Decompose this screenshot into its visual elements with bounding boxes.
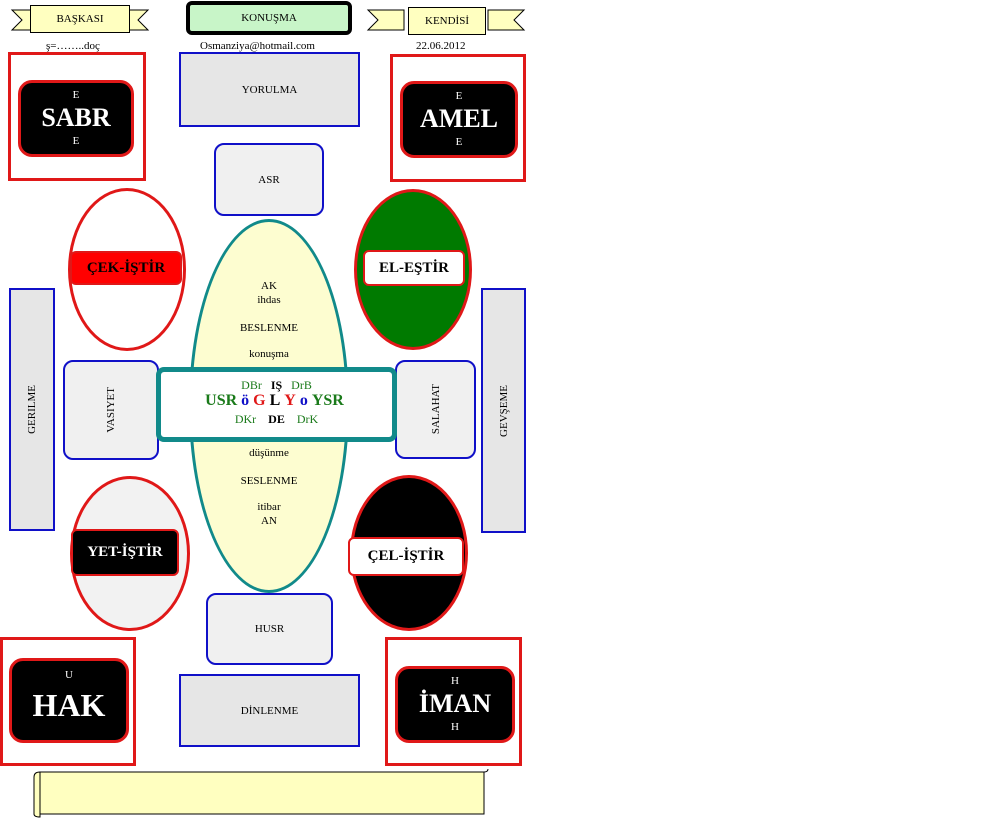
amel-bottom-letter: E — [455, 136, 463, 148]
konusma-box: KONUŞMA — [186, 1, 352, 35]
iman-frame: H İMAN H — [385, 637, 522, 766]
salahat-label: SALAHAT — [429, 384, 442, 435]
bottom-scroll — [33, 768, 489, 818]
drk-label: DrK — [296, 412, 319, 426]
salahat-box: SALAHAT — [395, 360, 476, 459]
core-main-segment: o — [299, 392, 308, 409]
amel-frame: E AMEL E — [390, 54, 526, 182]
email-text: Osmanziya@hotmail.com — [200, 40, 315, 52]
iman-label: İMAN — [418, 689, 492, 718]
ihdas-label: ihdas — [257, 294, 281, 306]
an-label: AN — [261, 515, 277, 527]
core-main-segment: G — [253, 392, 266, 409]
de-label: DE — [268, 412, 285, 426]
amel-card: E AMEL E — [400, 81, 518, 158]
hak-top-letter: U — [65, 669, 73, 681]
asr-box: ASR — [214, 143, 324, 216]
core-main-segment: L — [269, 392, 281, 409]
hak-card: U HAK — [9, 658, 129, 743]
is-label: IŞ — [270, 378, 283, 392]
core-main-segment: USR — [205, 392, 238, 409]
core-bottom-row: DKr DE DrK — [161, 412, 392, 427]
center-upper-text: AK ihdas BESLENME konuşma — [189, 279, 349, 361]
husr-box: HUSR — [206, 593, 333, 665]
seslenme-label: SESLENME — [240, 475, 298, 487]
ak-label: AK — [261, 280, 277, 292]
konusma-label: konuşma — [249, 348, 289, 360]
hak-label: HAK — [32, 687, 106, 723]
core-main-segment: ö — [241, 392, 250, 409]
cek-label: ÇEK-İŞTİR — [70, 251, 182, 285]
core-main-segment: Y — [284, 392, 296, 409]
baskasi-banner: BAŞKASI — [30, 5, 130, 33]
sabr-top-letter: E — [72, 89, 80, 101]
sabr-frame: E SABR E — [8, 52, 146, 181]
scroll-top-edge — [40, 768, 489, 773]
el-label: EL-EŞTİR — [363, 250, 465, 286]
cel-label: ÇEL-İŞTİR — [348, 537, 464, 576]
kendisi-banner: KENDİSİ — [408, 7, 486, 35]
date-text: 22.06.2012 — [416, 40, 466, 52]
gevseme-box: GEVŞEME — [481, 288, 526, 533]
vasiyet-label: VASIYET — [105, 387, 117, 433]
header-ribbons — [10, 9, 526, 31]
core-main-segment: YSR — [311, 392, 344, 409]
hak-frame: U HAK — [0, 637, 136, 766]
scroll-left-roll — [33, 771, 41, 818]
iman-bottom-letter: H — [451, 721, 459, 733]
vasiyet-box: VASIYET — [63, 360, 159, 460]
beslenme-label: BESLENME — [239, 322, 299, 334]
amel-top-letter: E — [455, 90, 463, 102]
gerilme-box: GERILME — [9, 288, 55, 531]
right-ribbon-tail-left — [366, 9, 405, 31]
iman-card: H İMAN H — [395, 666, 515, 743]
gerilme-label: GERILME — [26, 385, 38, 434]
sabr-card: E SABR E — [18, 80, 134, 157]
right-ribbon-tail-right — [487, 9, 526, 31]
left-subtext: ş=……..doç — [46, 40, 100, 52]
dkr-label: DKr — [234, 412, 257, 426]
dusunme-label: düşünme — [249, 447, 289, 459]
amel-label: AMEL — [420, 104, 498, 133]
yet-label: YET-İŞTİR — [71, 529, 179, 576]
sabr-label: SABR — [41, 103, 111, 132]
core-top-row: DBr IŞ DrB — [161, 378, 392, 393]
yorulma-box: YORULMA — [179, 52, 360, 127]
iman-top-letter: H — [451, 675, 459, 687]
dbr-label: DBr — [241, 378, 262, 392]
gevseme-label: GEVŞEME — [497, 384, 510, 437]
dinlenme-box: DİNLENME — [179, 674, 360, 747]
scroll-body — [39, 771, 485, 815]
center-lower-text: düşünme SESLENME itibar AN — [189, 446, 349, 528]
drb-label: DrB — [291, 378, 312, 392]
itibar-label: itibar — [257, 501, 281, 513]
sabr-bottom-letter: E — [72, 135, 80, 147]
